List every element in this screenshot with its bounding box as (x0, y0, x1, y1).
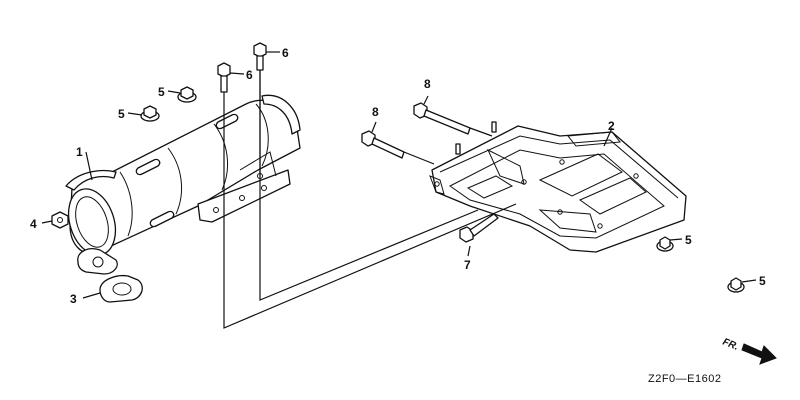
front-direction-label: FR. (721, 337, 740, 353)
reference-lines (223, 70, 517, 329)
callout-8-a: 8 (424, 77, 431, 91)
muffler-assembly (65, 94, 301, 275)
flange-nut-2 (140, 105, 160, 122)
callout-5-a: 5 (158, 85, 165, 99)
callout-4: 4 (30, 217, 37, 231)
callout-2: 2 (608, 119, 615, 133)
callout-5-c: 5 (685, 233, 692, 247)
callout-8-b: 8 (372, 105, 379, 119)
callout-6-a: 6 (282, 46, 289, 60)
bolt-part-8-b (361, 130, 405, 159)
callout-3: 3 (70, 292, 77, 306)
gasket (99, 274, 143, 303)
bolt-part-7 (459, 213, 499, 243)
callout-1: 1 (76, 145, 83, 159)
flange-nut-3 (656, 236, 674, 252)
front-arrow-icon (741, 343, 777, 365)
callout-7: 7 (464, 258, 471, 272)
flange-nut-4 (727, 277, 745, 293)
mounting-plate (429, 121, 687, 253)
diagram-code: Z2F0—E1602 (648, 373, 721, 385)
callout-5-b: 5 (118, 107, 125, 121)
callout-6-b: 6 (246, 68, 253, 82)
callout-labels: 1 2 3 4 5 5 5 5 6 6 7 8 8 (30, 46, 766, 306)
bolt-part-8-a (413, 102, 471, 135)
front-direction-indicator: FR. (721, 337, 777, 365)
nut-part-4 (51, 211, 69, 229)
callout-5-d: 5 (759, 274, 766, 288)
leader-lines (41, 51, 757, 299)
bolt-part-6-a (253, 42, 267, 71)
flange-nut-1 (177, 86, 197, 103)
bolt-part-6-b (217, 62, 231, 93)
